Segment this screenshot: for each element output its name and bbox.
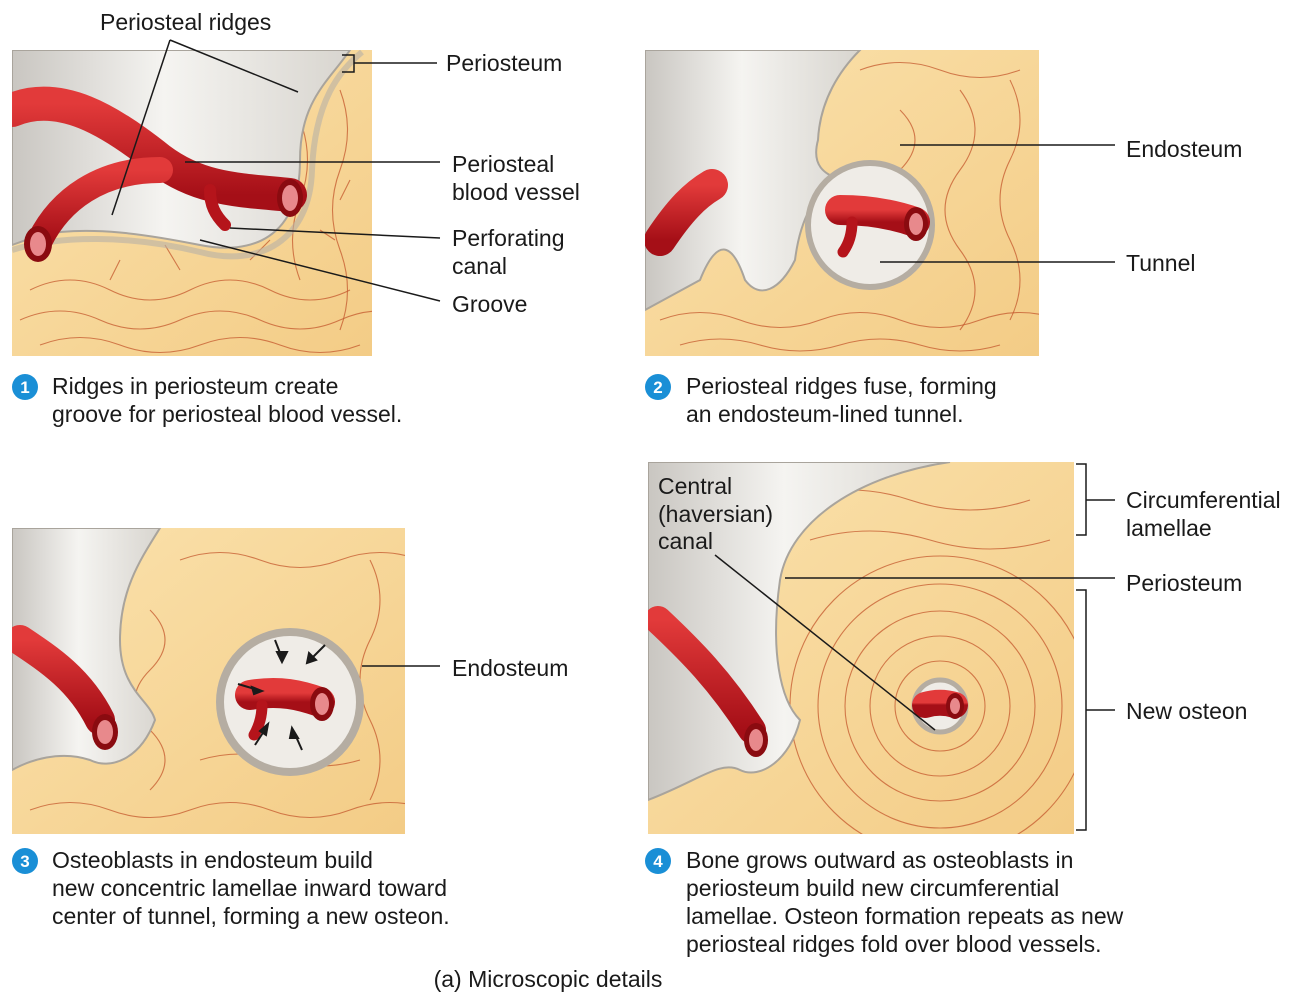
caption-4-line4: periosteal ridges fold over blood vessel… <box>686 931 1102 957</box>
step-2-badge: 2 <box>645 374 671 400</box>
label-central-canal-line1: Central <box>658 473 732 499</box>
label-endosteum-2: Endosteum <box>1126 136 1242 162</box>
panel-1-illustration <box>12 50 372 356</box>
label-periosteum-1: Periosteum <box>446 50 562 76</box>
step-1-badge: 1 <box>12 374 38 400</box>
caption-3-line2: new concentric lamellae inward toward <box>52 875 447 901</box>
panel-3-periosteum <box>12 528 162 772</box>
figure-caption: (a) Microscopic details <box>434 966 663 992</box>
label-periosteal-vessel-line1: Periosteal <box>452 151 554 177</box>
caption-4-line2: periosteum build new circumferential <box>686 875 1059 901</box>
panel-2-illustration <box>645 50 1039 356</box>
panel-2-blood-vessel <box>645 169 930 258</box>
panel-3-blood-vessel <box>12 625 335 750</box>
step-3-badge: 3 <box>12 848 38 874</box>
caption-4-line1: Bone grows outward as osteoblasts in <box>686 847 1073 873</box>
label-circumferential-line1: Circumferential <box>1126 487 1281 513</box>
label-tunnel: Tunnel <box>1126 250 1195 276</box>
caption-3-line1: Osteoblasts in endosteum build <box>52 847 373 873</box>
label-central-canal-line2: (haversian) <box>658 501 773 527</box>
label-perforating-canal-line1: Perforating <box>452 225 565 251</box>
panel-2-lamellae <box>659 61 1039 352</box>
label-circumferential-line2: lamellae <box>1126 515 1212 541</box>
caption-3-line3: center of tunnel, forming a new osteon. <box>52 903 450 929</box>
panel-4-periosteum <box>648 462 951 802</box>
svg-text:4: 4 <box>653 852 663 871</box>
panel-3-illustration <box>12 528 405 834</box>
label-groove: Groove <box>452 291 527 317</box>
label-central-canal-line3: canal <box>658 528 713 554</box>
label-endosteum-3: Endosteum <box>452 655 568 681</box>
panel-4-illustration <box>648 462 1074 834</box>
step-4-badge: 4 <box>645 848 671 874</box>
caption-1-line2: groove for periosteal blood vessel. <box>52 401 402 427</box>
caption-2-line1: Periosteal ridges fuse, forming <box>686 373 997 399</box>
label-periosteal-vessel-line2: blood vessel <box>452 179 580 205</box>
inward-arrows <box>237 639 326 751</box>
panel-1-blood-vessel <box>12 86 307 262</box>
label-periosteum-4: Periosteum <box>1126 570 1242 596</box>
caption-4-line3: lamellae. Osteon formation repeats as ne… <box>686 903 1124 929</box>
svg-text:2: 2 <box>653 378 662 397</box>
panel-4-blood-vessel <box>648 606 968 757</box>
label-perforating-canal-line2: canal <box>452 253 507 279</box>
caption-1-line1: Ridges in periosteum create <box>52 373 338 399</box>
caption-2-line2: an endosteum-lined tunnel. <box>686 401 963 427</box>
label-new-osteon: New osteon <box>1126 698 1247 724</box>
svg-text:3: 3 <box>20 852 29 871</box>
svg-text:1: 1 <box>20 378 29 397</box>
label-periosteal-ridges: Periosteal ridges <box>100 9 271 35</box>
